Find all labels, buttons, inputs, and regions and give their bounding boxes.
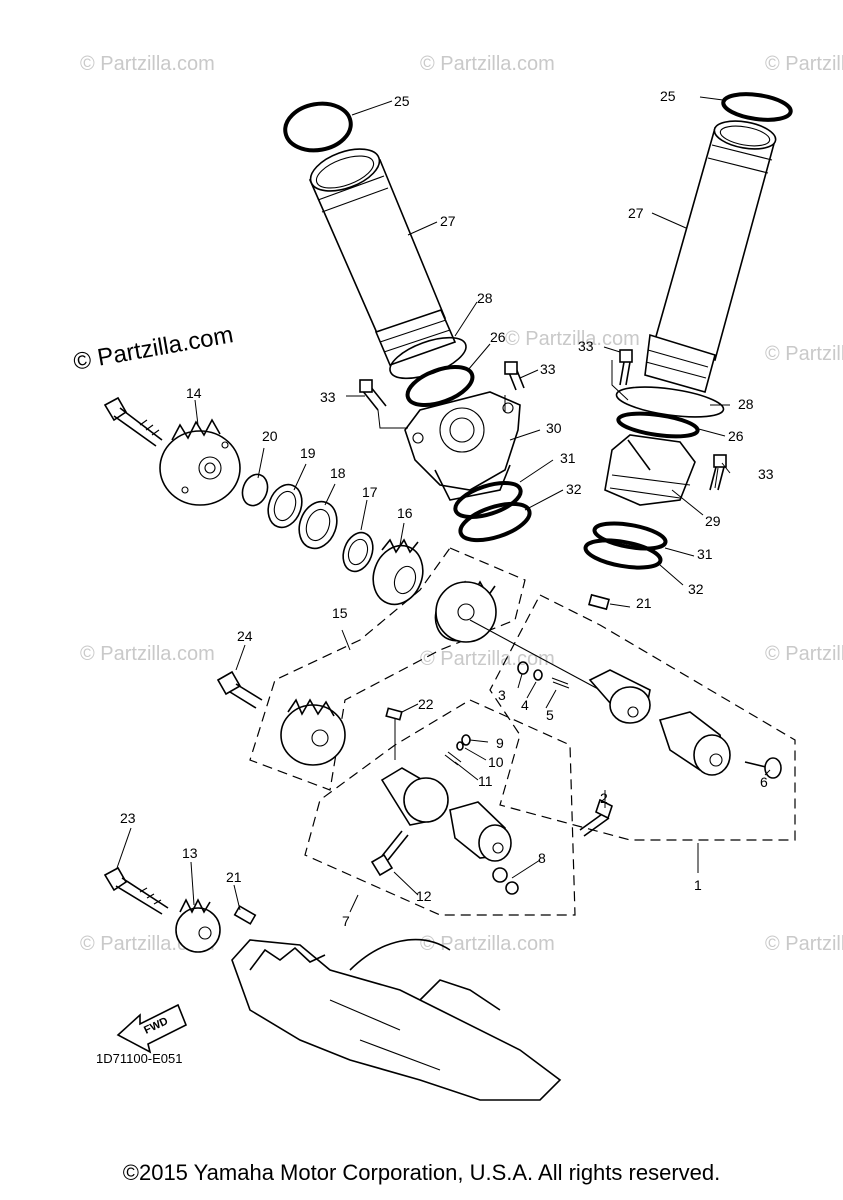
gear-14 (159, 430, 241, 506)
callout-6: 6 (760, 774, 768, 790)
tube-27-right (654, 127, 776, 362)
callout-29: 29 (705, 513, 721, 529)
watermark-main: © Partzilla.com (71, 321, 235, 376)
callout-33: 33 (320, 389, 336, 405)
callout-1: 1 (694, 877, 702, 893)
callout-25: 25 (394, 93, 410, 109)
leader-lines (116, 96, 771, 913)
callout-22: 22 (418, 696, 434, 712)
left-tube-assembly (283, 101, 532, 543)
callout-3: 3 (498, 687, 506, 703)
callout-numbers: 25 25 27 27 28 28 26 26 33 33 33 33 30 3… (120, 88, 774, 929)
callout-28: 28 (738, 396, 754, 412)
callout-33: 33 (758, 466, 774, 482)
callout-2: 2 (600, 790, 608, 806)
callout-20: 20 (262, 428, 278, 444)
group-15-outline (249, 547, 526, 791)
housing-30-left (404, 391, 521, 491)
callout-26: 26 (490, 329, 506, 345)
watermark: © Partzilla.com (420, 648, 555, 670)
lower-parts (103, 580, 782, 1101)
callout-32: 32 (688, 581, 704, 597)
callout-26: 26 (728, 428, 744, 444)
right-tube-assembly (583, 92, 793, 570)
callout-31: 31 (560, 450, 576, 466)
watermark: © Partzilla.com (420, 933, 555, 955)
callout-23: 23 (120, 810, 136, 826)
callout-24: 24 (237, 628, 253, 644)
o-ring-25-left (283, 101, 353, 153)
parts-diagram: © Partzilla.com © Partzilla.com © Partzi… (71, 53, 843, 1101)
callout-9: 9 (496, 735, 504, 751)
callout-17: 17 (362, 484, 378, 500)
diagram-code: 1D71100-E051 (96, 1051, 183, 1066)
callout-19: 19 (300, 445, 316, 461)
callout-30: 30 (546, 420, 562, 436)
callout-14: 14 (186, 385, 202, 401)
callout-16: 16 (397, 505, 413, 521)
callout-18: 18 (330, 465, 346, 481)
callout-33: 33 (540, 361, 556, 377)
callout-10: 10 (488, 754, 504, 770)
callout-25: 25 (660, 88, 676, 104)
callout-11: 11 (478, 773, 493, 789)
callout-31: 31 (697, 546, 713, 562)
upper-gear-row (103, 396, 424, 606)
watermark: © Partzilla.com (765, 643, 843, 665)
fwd-arrow: FWD (116, 1003, 188, 1054)
callout-27: 27 (628, 205, 644, 221)
watermark: © Partzilla.com (80, 643, 215, 665)
watermark: © Partzilla.com (765, 933, 843, 955)
watermark: © Partzilla.com (765, 53, 843, 75)
callout-27: 27 (440, 213, 456, 229)
group-7-outline (304, 699, 576, 916)
callout-32: 32 (566, 481, 582, 497)
callout-5: 5 (546, 707, 554, 723)
callout-4: 4 (521, 697, 529, 713)
dashed-groups (249, 547, 796, 916)
o-ring-25-right (721, 92, 793, 122)
callout-15: 15 (332, 605, 348, 621)
callout-8: 8 (538, 850, 546, 866)
callout-12: 12 (416, 888, 432, 904)
callout-13: 13 (182, 845, 198, 861)
callout-33: 33 (578, 338, 594, 354)
callout-7: 7 (342, 913, 350, 929)
callout-28: 28 (477, 290, 493, 306)
callout-21: 21 (226, 869, 242, 885)
group-1-outline (489, 594, 796, 841)
copyright-notice: ©2015 Yamaha Motor Corporation, U.S.A. A… (122, 1160, 721, 1185)
callout-21: 21 (636, 595, 652, 611)
watermark: © Partzilla.com (420, 53, 555, 75)
watermark: © Partzilla.com (505, 328, 640, 350)
watermark: © Partzilla.com (765, 343, 843, 365)
watermark: © Partzilla.com (80, 53, 215, 75)
